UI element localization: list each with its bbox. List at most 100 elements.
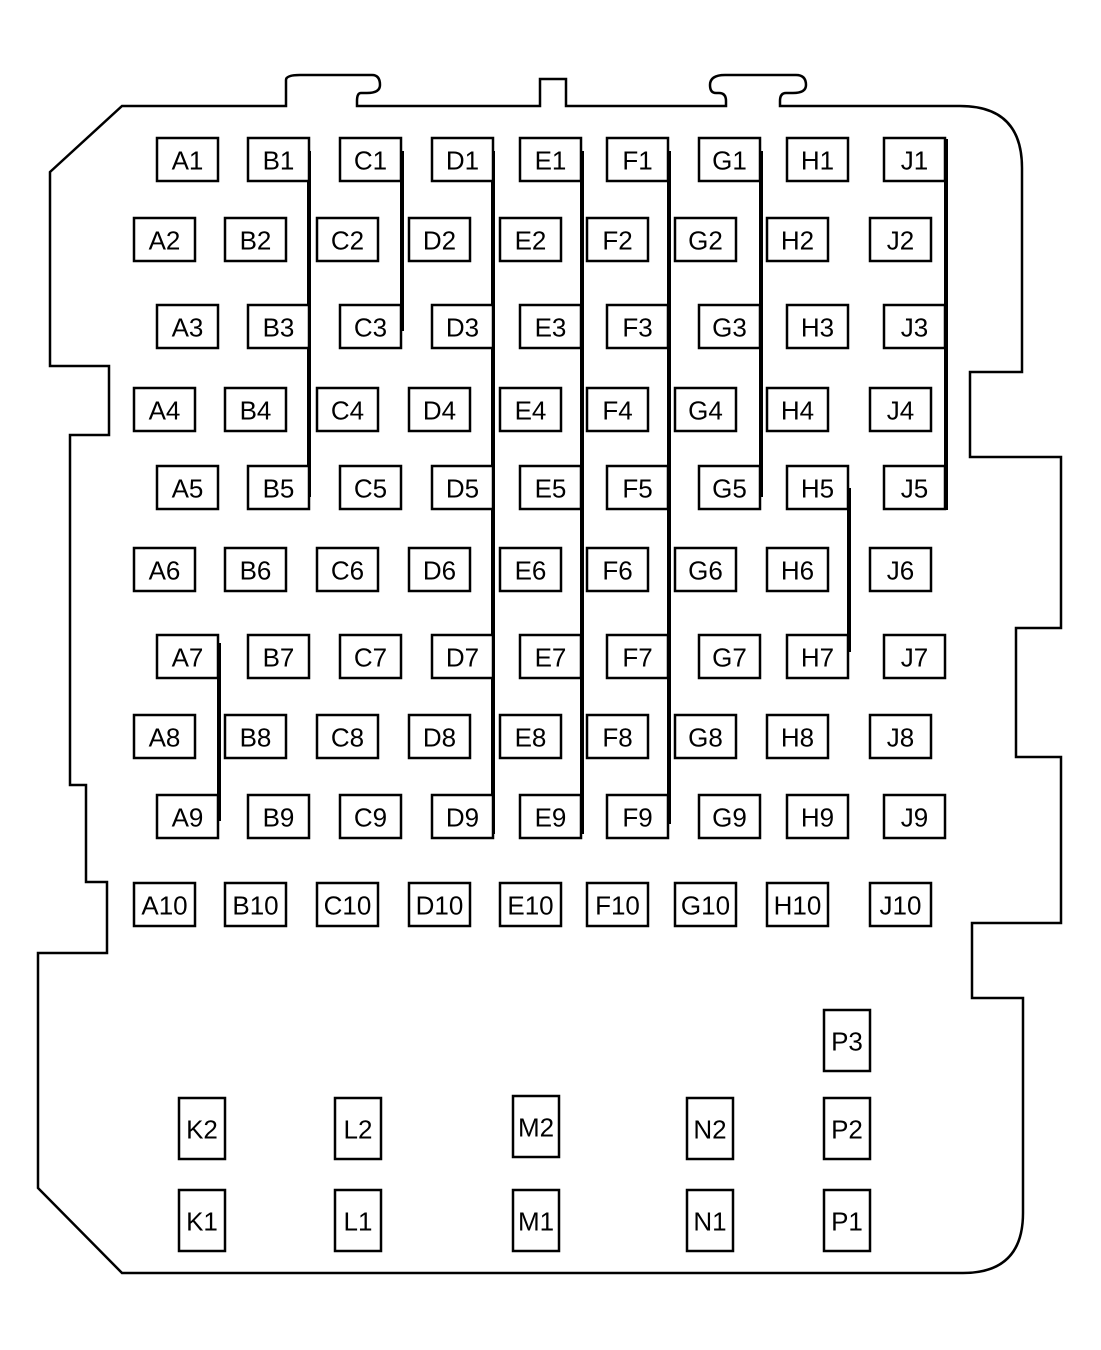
fuse-cavity-box bbox=[498, 216, 563, 263]
fuse-cavity-label: H8 bbox=[781, 723, 814, 753]
fuse-cavity-box bbox=[868, 386, 933, 433]
fuse-cavity-b6: B6 bbox=[223, 546, 288, 593]
fuse-cavity-box bbox=[697, 136, 762, 183]
fuse-cavity-box bbox=[132, 546, 197, 593]
fuse-cavity-b10: B10 bbox=[223, 881, 288, 928]
fuse-cavity-box bbox=[223, 386, 288, 433]
fuse-cavity-box bbox=[511, 1188, 561, 1253]
fuse-cavity-label: C2 bbox=[331, 226, 364, 256]
fuse-cavity-label: E10 bbox=[507, 891, 553, 921]
fuse-cavity-box bbox=[132, 713, 197, 760]
fuse-cavity-box bbox=[585, 386, 650, 433]
fuse-cavity-label: K2 bbox=[186, 1115, 218, 1145]
fuse-cavity-label: B1 bbox=[263, 146, 295, 176]
fuse-cavity-l1: L1 bbox=[333, 1188, 383, 1253]
fuse-cavity-f4: F4 bbox=[585, 386, 650, 433]
fuse-cavity-label: E9 bbox=[535, 803, 567, 833]
fuse-cavity-box bbox=[246, 633, 311, 680]
fuse-cavity-b8: B8 bbox=[223, 713, 288, 760]
fuse-cavity-box bbox=[785, 464, 850, 511]
fuse-cavity-c7: C7 bbox=[338, 633, 403, 680]
fuse-cavity-box bbox=[132, 386, 197, 433]
fuse-cavity-d7: D7 bbox=[430, 633, 495, 680]
fuse-cavity-label: M1 bbox=[518, 1207, 554, 1237]
fuse-cavity-b5: B5 bbox=[246, 464, 311, 511]
fuse-cavity-label: B4 bbox=[240, 396, 272, 426]
fuse-cavity-label: F6 bbox=[602, 556, 632, 586]
fuse-cavity-label: B9 bbox=[263, 803, 295, 833]
fuse-cavity-j2: J2 bbox=[868, 216, 933, 263]
fuse-cavity-box bbox=[407, 881, 472, 928]
fuse-cavity-j10: J10 bbox=[868, 881, 933, 928]
fuse-cavity-a9: A9 bbox=[155, 793, 220, 840]
fuse-cavity-box bbox=[822, 1188, 872, 1253]
fuse-block-outline bbox=[36, 73, 1063, 1275]
fuse-cavity-n1: N1 bbox=[685, 1188, 735, 1253]
fuse-cavity-label: G4 bbox=[688, 396, 723, 426]
fuse-cavity-box bbox=[518, 136, 583, 183]
fuse-cavity-box bbox=[338, 464, 403, 511]
fuse-cavity-g10: G10 bbox=[673, 881, 738, 928]
fuse-cavity-g3: G3 bbox=[697, 303, 762, 350]
fuse-cavity-label: E3 bbox=[535, 313, 567, 343]
fuse-cavity-d5: D5 bbox=[430, 464, 495, 511]
fuse-cavity-label: F2 bbox=[602, 226, 632, 256]
fuse-cavity-m2: M2 bbox=[511, 1094, 561, 1159]
fuse-cavity-a8: A8 bbox=[132, 713, 197, 760]
fuse-cavity-box bbox=[338, 136, 403, 183]
fuse-cavity-box bbox=[315, 713, 380, 760]
fuse-cavity-box bbox=[822, 1008, 872, 1073]
fuse-cavity-box bbox=[511, 1094, 561, 1159]
fuse-cavity-label: A8 bbox=[149, 723, 181, 753]
fuse-cavity-box bbox=[765, 216, 830, 263]
fuse-cavity-e1: E1 bbox=[518, 136, 583, 183]
fuse-cavity-label: J7 bbox=[901, 643, 928, 673]
fuse-cavity-label: C9 bbox=[354, 803, 387, 833]
fuse-cavity-c1: C1 bbox=[338, 136, 403, 183]
fuse-cavity-a10: A10 bbox=[132, 881, 197, 928]
fuse-cavity-c2: C2 bbox=[315, 216, 380, 263]
fuse-cavity-label: J4 bbox=[887, 396, 914, 426]
fuse-cavity-box bbox=[315, 386, 380, 433]
fuse-cavity-box bbox=[132, 216, 197, 263]
fuse-cavity-box bbox=[605, 793, 670, 840]
fuse-cavity-box bbox=[868, 881, 933, 928]
fuse-cavity-box bbox=[155, 633, 220, 680]
fuse-cavity-j8: J8 bbox=[868, 713, 933, 760]
fuse-cavity-h3: H3 bbox=[785, 303, 850, 350]
fuse-cavity-box bbox=[785, 136, 850, 183]
fuse-cavity-label: J2 bbox=[887, 226, 914, 256]
fuse-cavity-box bbox=[430, 793, 495, 840]
fuse-cavity-label: J9 bbox=[901, 803, 928, 833]
fuse-cavity-box bbox=[518, 303, 583, 350]
fuse-cavity-d9: D9 bbox=[430, 793, 495, 840]
fuse-cavity-box bbox=[585, 881, 650, 928]
fuse-cavity-box bbox=[132, 881, 197, 928]
fuse-cavity-box bbox=[605, 136, 670, 183]
fuse-cavity-d3: D3 bbox=[430, 303, 495, 350]
fuse-cavity-label: G6 bbox=[688, 556, 723, 586]
fuse-cavity-box bbox=[498, 546, 563, 593]
fuse-cavity-h5: H5 bbox=[785, 464, 850, 511]
fuse-cavity-box bbox=[785, 633, 850, 680]
fuse-cavity-label: E1 bbox=[535, 146, 567, 176]
fuse-cavity-box bbox=[785, 303, 850, 350]
fuse-cavity-box bbox=[765, 881, 830, 928]
fuse-cavity-e10: E10 bbox=[498, 881, 563, 928]
fuse-cavity-a1: A1 bbox=[155, 136, 220, 183]
fuse-cavity-box bbox=[822, 1096, 872, 1161]
fuse-cavity-f9: F9 bbox=[605, 793, 670, 840]
fuse-cavity-label: J8 bbox=[887, 723, 914, 753]
fuse-cavity-label: C4 bbox=[331, 396, 364, 426]
fuse-cavity-j3: J3 bbox=[882, 303, 947, 350]
fuse-cavity-g2: G2 bbox=[673, 216, 738, 263]
fuse-cavity-j9: J9 bbox=[882, 793, 947, 840]
fuse-cavity-label: H4 bbox=[781, 396, 814, 426]
fuse-cavity-label: H1 bbox=[801, 146, 834, 176]
fuse-cavity-b7: B7 bbox=[246, 633, 311, 680]
fuse-cavity-box bbox=[868, 546, 933, 593]
fuse-cavity-label: J3 bbox=[901, 313, 928, 343]
fuse-cavity-label: D3 bbox=[446, 313, 479, 343]
